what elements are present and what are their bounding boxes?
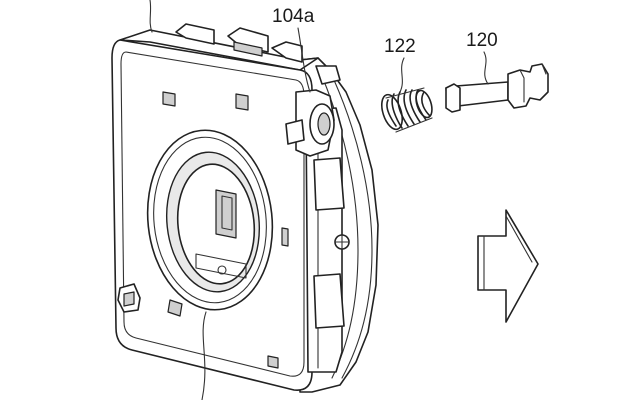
hole-lower-left (167, 299, 183, 317)
inner-small-hole (217, 265, 227, 275)
spring-end-right (415, 89, 433, 119)
lever-block-upper (313, 157, 345, 211)
leader-104a (297, 27, 311, 93)
spring-coils (386, 89, 431, 129)
hole-lower-right (267, 355, 279, 369)
label-122: 122 (384, 36, 416, 57)
top-protrusion-left (175, 23, 215, 45)
leader-top-left (149, 0, 153, 33)
lock-pin (445, 63, 549, 113)
lever-block-lower (313, 273, 345, 329)
lock-pin-window (215, 189, 237, 239)
inner-step (195, 253, 247, 279)
corner-tab (315, 65, 341, 85)
housing-top-rim (119, 29, 319, 71)
lock-pin-tip (445, 83, 461, 113)
lock-pin-head-face (519, 63, 547, 103)
direction-arrow (477, 209, 539, 323)
left-tab-hole (123, 291, 135, 307)
spring-seat-tab (285, 119, 305, 145)
housing-front-plate-edge (120, 51, 305, 377)
hole-upper-mid (235, 93, 249, 111)
lock-pin-head (507, 63, 549, 109)
direction-arrow-depth (483, 215, 533, 291)
lock-pin-window-edge (221, 195, 233, 231)
leader-120 (483, 51, 489, 85)
mount-ring-outer-2 (153, 136, 267, 304)
top-slot (233, 41, 263, 57)
spring-end-left (380, 93, 404, 131)
spring-outline (385, 87, 433, 133)
hole-upper-left (162, 91, 176, 107)
spring-seat-hole (317, 112, 331, 136)
label-120: 120 (466, 30, 498, 51)
housing-side-curve (333, 79, 373, 379)
hole-right-slot (281, 227, 289, 247)
leader-122 (399, 57, 405, 93)
mount-housing (111, 23, 379, 393)
leader-bottom (201, 311, 207, 401)
lever-screw-cross (335, 235, 349, 249)
coil-spring (380, 87, 433, 133)
label-104a: 104a (272, 6, 315, 27)
